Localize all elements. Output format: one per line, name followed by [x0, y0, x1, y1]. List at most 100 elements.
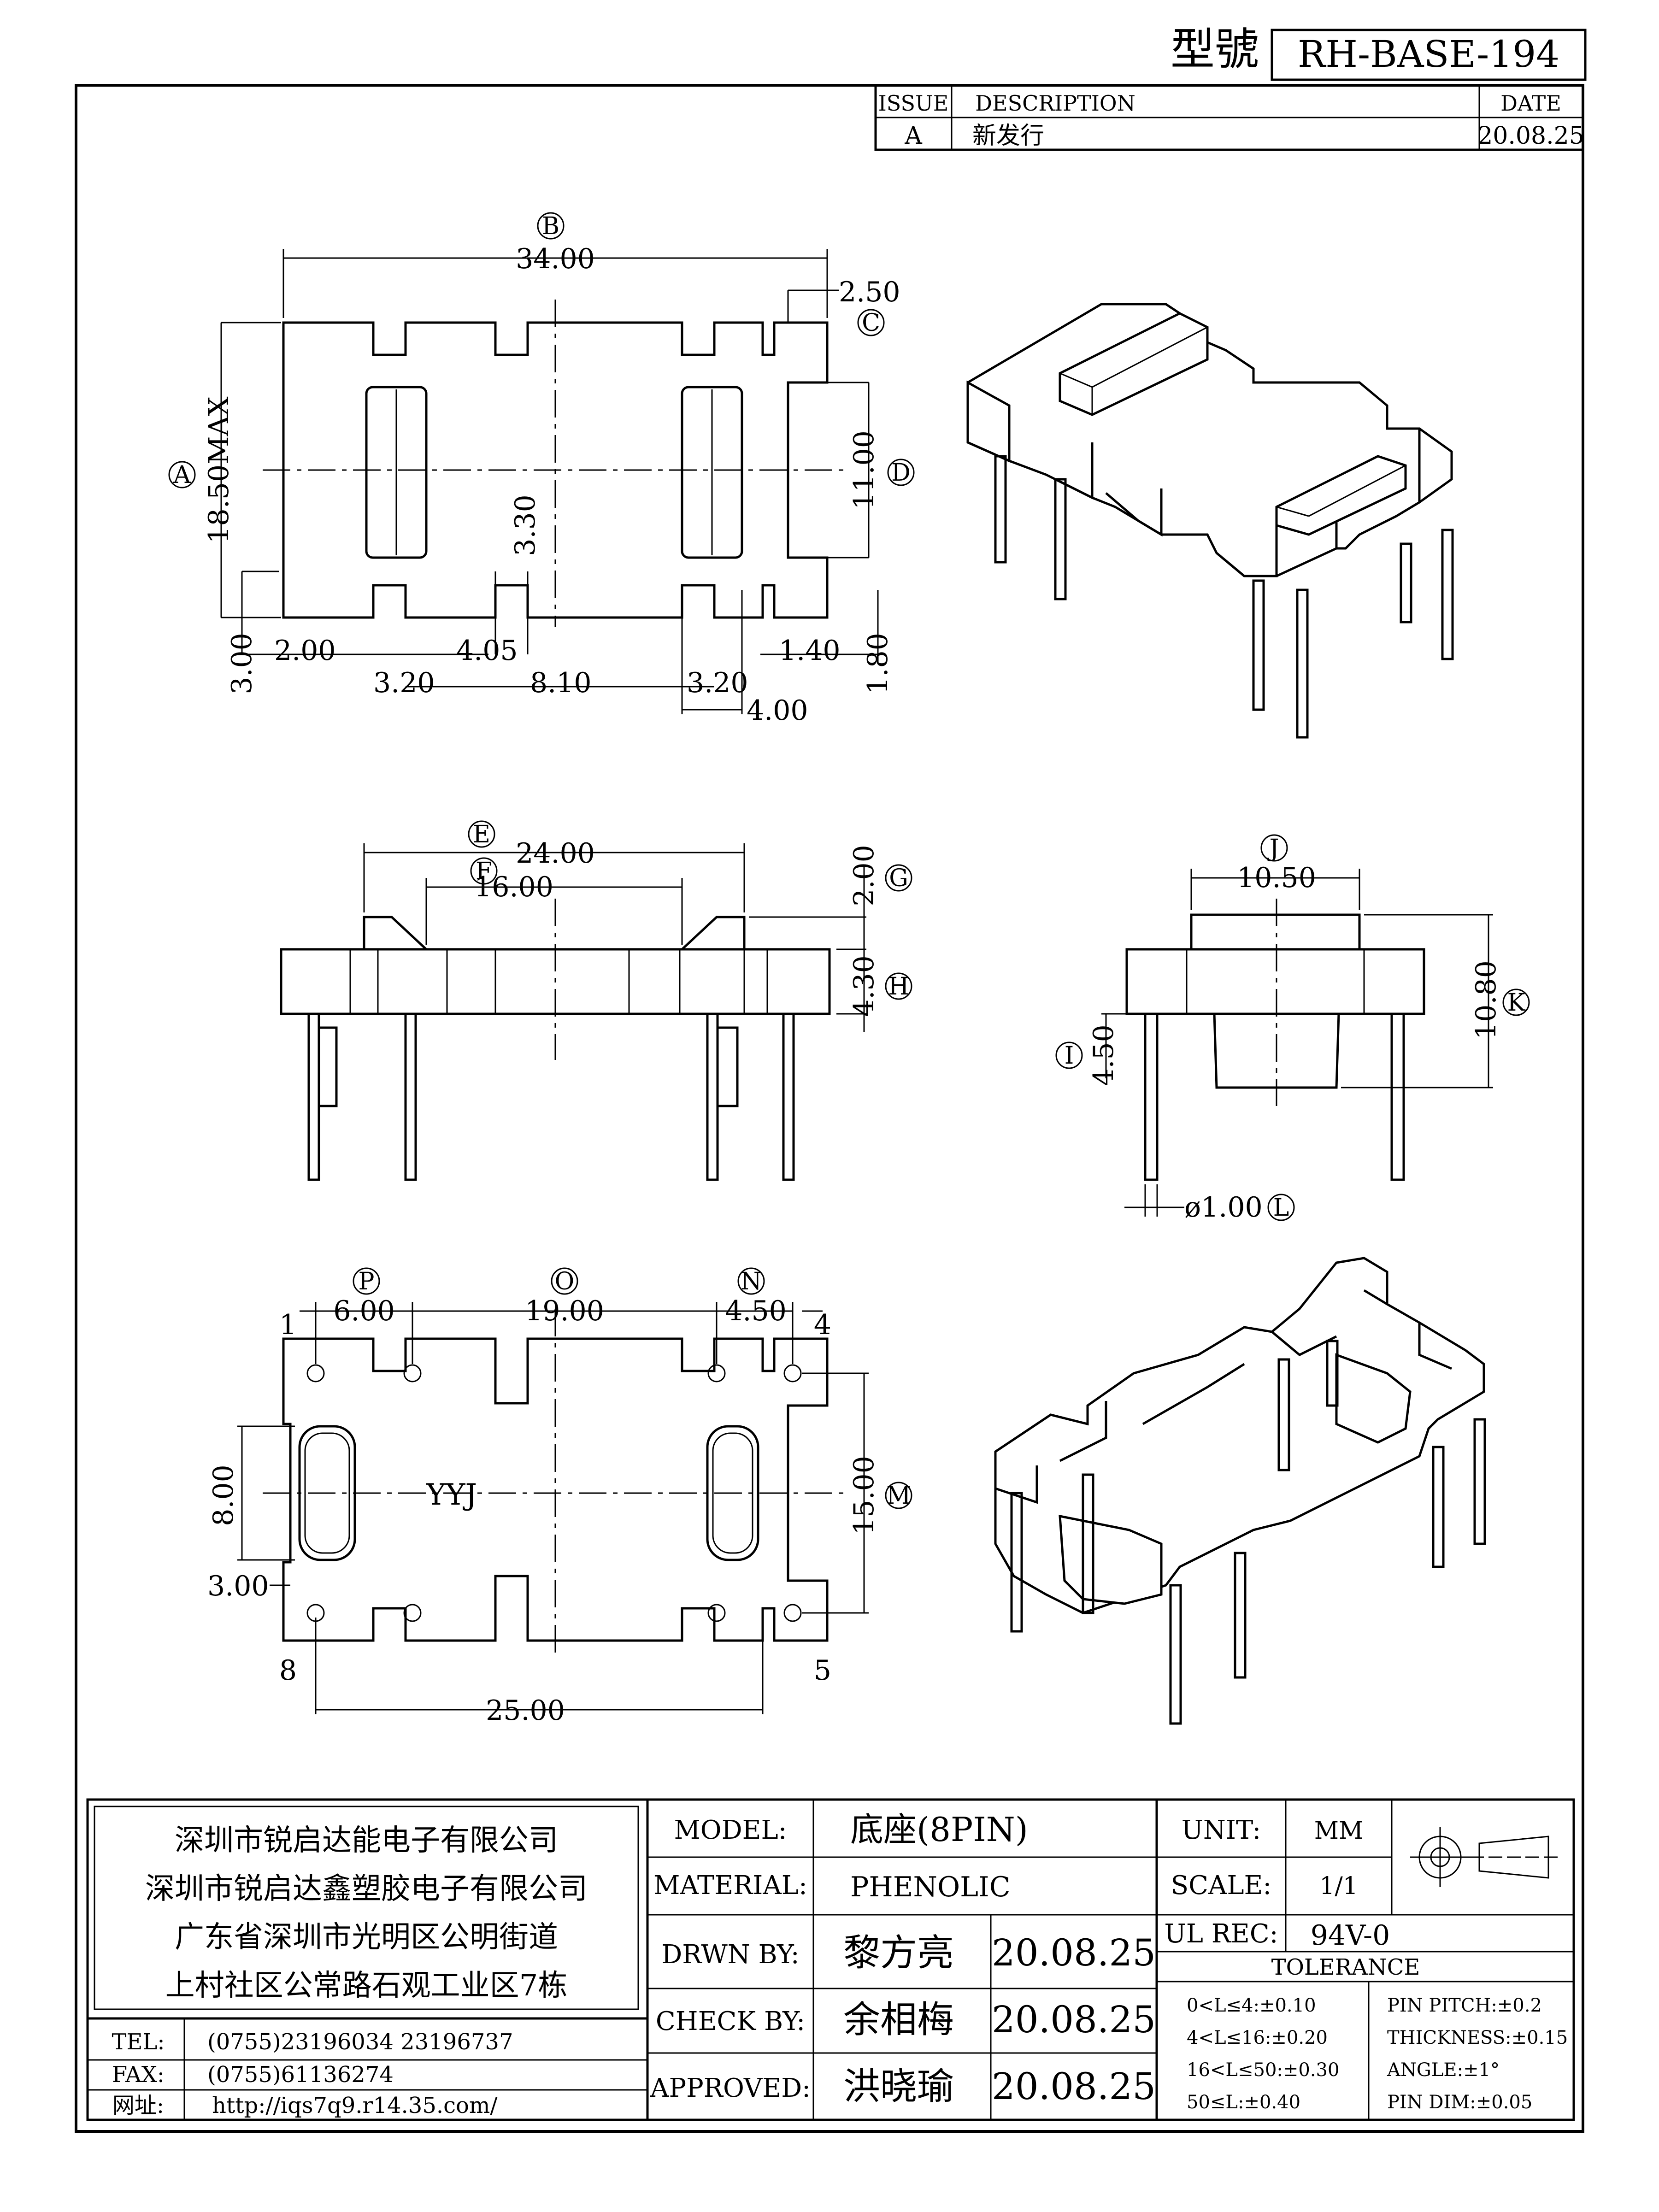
ref-b: B: [542, 212, 559, 240]
ref-j: J: [1267, 835, 1279, 862]
material-value: PHENOLIC: [850, 1871, 1011, 1903]
check-name: 余相梅: [843, 1998, 954, 2041]
dim-16-00: 16.00: [474, 871, 553, 903]
dim-8-00: 8.00: [207, 1465, 240, 1526]
dim-34-00: 34.00: [516, 243, 595, 275]
dim-15-00: 15.00: [848, 1456, 880, 1535]
check-label: CHECK BY:: [656, 2006, 805, 2036]
dim-18-50max: 18.50MAX: [203, 396, 235, 544]
ref-n: N: [741, 1268, 762, 1295]
dim-3-20-b: 3.20: [687, 667, 748, 699]
tol-right-1: PIN PITCH:±0.2: [1387, 1995, 1542, 2016]
projection-symbol: [1410, 1827, 1558, 1887]
tolerance-label: TOLERANCE: [1271, 1954, 1420, 1980]
dim-10-80: 10.80: [1470, 960, 1502, 1040]
dim-4-50-side: 4.50: [1088, 1024, 1120, 1086]
ref-d: D: [891, 459, 911, 487]
drawn-date: 20.08.25: [992, 1931, 1156, 1974]
tol-left-1: 0<L≤4:±0.10: [1187, 1995, 1316, 2016]
iso-view-top: [966, 303, 1454, 739]
web-value: http://iqs7q9.r14.35.com/: [212, 2093, 498, 2118]
drawn-name: 黎方亮: [843, 1931, 954, 1974]
pin-number-4: 4: [814, 1309, 831, 1341]
rev-issue-header: ISSUE: [878, 91, 949, 116]
ref-k: K: [1507, 989, 1526, 1017]
tol-right-4: PIN DIM:±0.05: [1387, 2092, 1532, 2113]
ref-p: P: [359, 1268, 375, 1295]
ul-value: 94V-0: [1311, 1919, 1390, 1952]
dim-3-30: 3.30: [509, 494, 541, 556]
ref-e: E: [473, 821, 490, 848]
company-line-2: 深圳市锐启达鑫塑胶电子有限公司: [145, 1872, 588, 1906]
company-line-3: 广东省深圳市光明区公明街道: [175, 1920, 558, 1954]
dim-4-30: 4.30: [848, 955, 880, 1017]
top-view: 34.00 B 2.50 C 18.50MAX A 11.00 D 3.30 3…: [168, 212, 915, 727]
dim-24-00: 24.00: [516, 837, 595, 870]
tol-right-3: ANGLE:±1°: [1387, 2059, 1500, 2081]
tel-label: TEL:: [112, 2029, 165, 2055]
bottom-view: 6.00 19.00 4.50 P O N 1 4 8 5 YYJ 8.00 1…: [207, 1267, 912, 1727]
dim-3-00: 3.00: [226, 633, 258, 694]
part-marking: YYJ: [426, 1478, 477, 1512]
model-field-label: MODEL:: [674, 1815, 787, 1845]
model-number: RH-BASE-194: [1298, 33, 1559, 76]
ref-o: O: [555, 1268, 575, 1295]
dim-25-00: 25.00: [486, 1694, 565, 1727]
dim-1-80: 1.80: [862, 633, 894, 694]
unit-value: MM: [1314, 1817, 1364, 1845]
approved-name: 洪晓瑜: [843, 2065, 954, 2108]
company-line-4: 上村社区公常路石观工业区7栋: [165, 1969, 568, 2003]
dim-1-40: 1.40: [779, 635, 841, 667]
dim-6-00: 6.00: [333, 1295, 395, 1327]
fax-label: FAX:: [112, 2062, 165, 2088]
dim-11-00: 11.00: [848, 430, 880, 510]
web-label: 网址:: [112, 2093, 164, 2118]
dim-4-05: 4.05: [456, 635, 518, 667]
dim-4-00: 4.00: [747, 694, 808, 727]
ul-label: UL REC:: [1165, 1919, 1278, 1949]
company-line-1: 深圳市锐启达能电子有限公司: [175, 1824, 558, 1858]
model-field-value: 底座(8PIN): [850, 1810, 1028, 1849]
check-date: 20.08.25: [992, 1998, 1156, 2041]
scale-label: SCALE:: [1171, 1871, 1272, 1900]
rev-description: 新发行: [972, 122, 1044, 150]
model-label: 型號: [1171, 24, 1259, 75]
ref-l: L: [1273, 1194, 1289, 1222]
model-header: 型號 RH-BASE-194: [1171, 24, 1587, 81]
ref-f: F: [476, 858, 492, 885]
approved-date: 20.08.25: [992, 2065, 1156, 2108]
unit-label: UNIT:: [1182, 1815, 1261, 1845]
dim-8-10: 8.10: [530, 667, 592, 699]
sheet-border: [75, 84, 1584, 2133]
ref-h: H: [888, 973, 909, 1000]
rev-date: 20.08.25: [1477, 122, 1584, 150]
rev-date-header: DATE: [1500, 91, 1561, 116]
front-view: 24.00 E 16.00 F 2.00 G 4.30 H: [280, 820, 912, 1181]
dim-19-00: 19.00: [525, 1295, 604, 1327]
revision-table: ISSUE DESCRIPTION DATE A 新发行 20.08.25: [874, 84, 1584, 151]
ref-i: I: [1065, 1042, 1074, 1070]
ref-m: M: [886, 1482, 911, 1510]
dim-2-50: 2.50: [839, 276, 900, 308]
rev-description-header: DESCRIPTION: [975, 91, 1135, 116]
tol-left-3: 16<L≤50:±0.30: [1187, 2059, 1339, 2081]
dim-3-00-bottom: 3.00: [207, 1570, 269, 1602]
tol-right-2: THICKNESS:±0.15: [1387, 2027, 1568, 2048]
pin-number-8: 8: [279, 1654, 297, 1687]
drawn-label: DRWN BY:: [661, 1940, 799, 1970]
rev-issue: A: [904, 122, 923, 150]
dim-3-20-a: 3.20: [373, 667, 435, 699]
scale-value: 1/1: [1319, 1872, 1358, 1900]
ref-a: A: [173, 461, 191, 489]
dim-2-00: 2.00: [274, 635, 336, 667]
dim-pin-dia: ø1.00: [1184, 1191, 1263, 1224]
material-label: MATERIAL:: [653, 1871, 807, 1900]
dim-10-50: 10.50: [1237, 862, 1316, 894]
fax-value: (0755)61136274: [207, 2062, 394, 2088]
ref-g: G: [889, 865, 908, 892]
tol-left-2: 4<L≤16:±0.20: [1187, 2027, 1328, 2048]
side-view: 10.50 J 10.80 K 4.50 I ø1.00 L: [1055, 834, 1530, 1224]
pin-number-5: 5: [814, 1654, 831, 1687]
ref-c: C: [862, 309, 880, 337]
